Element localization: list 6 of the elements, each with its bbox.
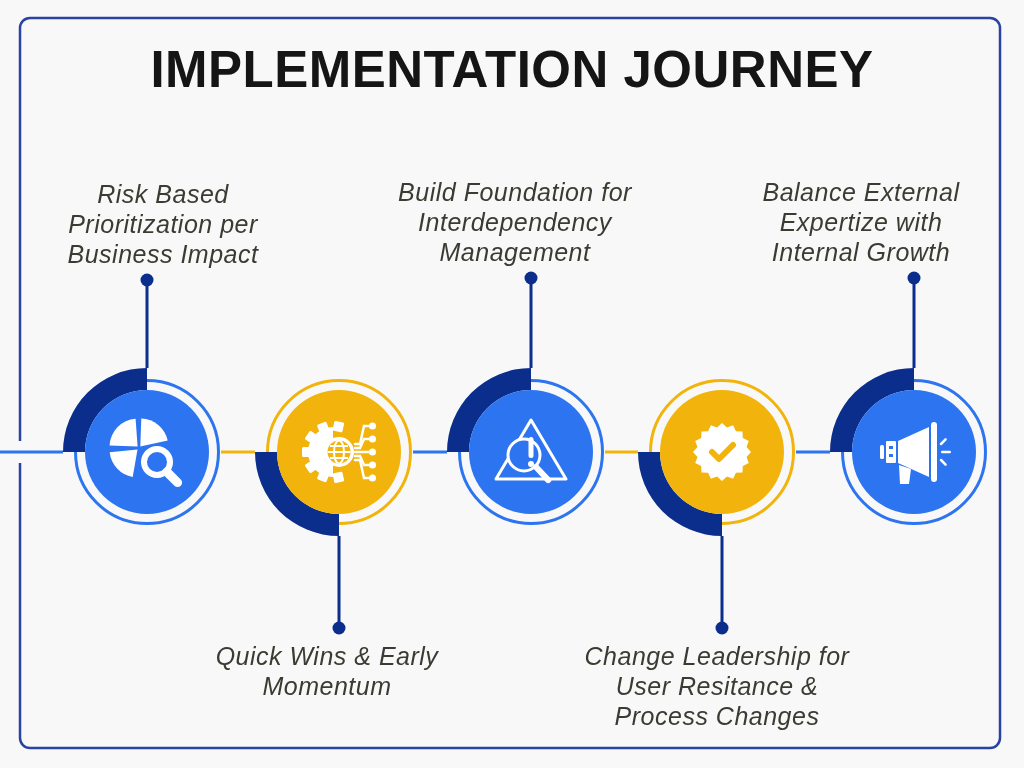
milestone-label: Change Leadership for User Resitance & Process Changes <box>583 641 851 731</box>
milestone-label: Balance External Expertize with Internal Growth <box>761 177 961 267</box>
milestone-label: Risk Based Prioritization per Business Impact <box>66 179 260 269</box>
milestone-label: Build Foundation for Interdependency Management <box>397 177 633 267</box>
milestone-label: Quick Wins & Early Momentum <box>214 641 440 701</box>
title: IMPLEMENTATION JOURNEY <box>150 40 874 100</box>
